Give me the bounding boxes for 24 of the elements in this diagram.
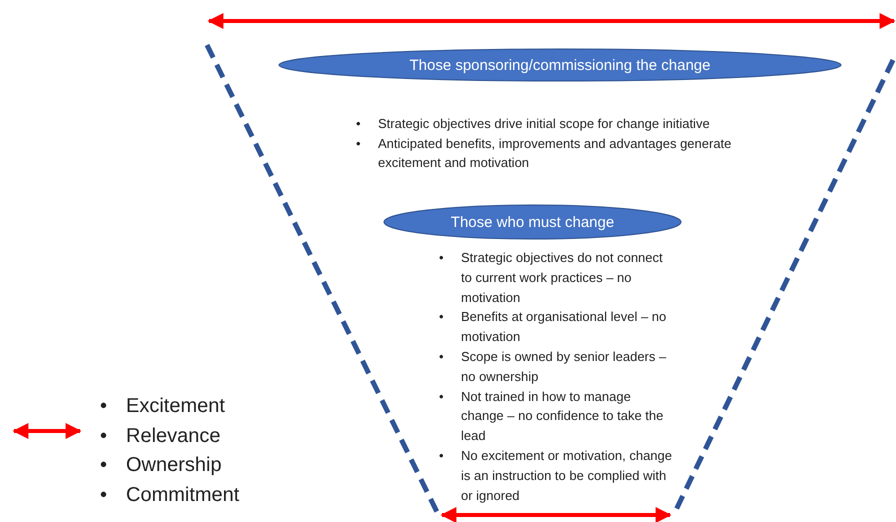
- bullet-text: Strategic objectives drive initial scope for change initiative: [378, 115, 710, 133]
- bullet: •: [100, 454, 108, 476]
- bullet: •: [100, 484, 108, 506]
- ellipse-title: Those sponsoring/commissioning the change: [409, 56, 710, 74]
- bullet: •: [439, 348, 444, 364]
- bullet: •: [356, 136, 361, 150]
- ellipse-title: Those who must change: [450, 214, 614, 230]
- legend-text: Excitement: [126, 394, 225, 419]
- legend-text: Relevance: [126, 424, 221, 448]
- bullet-text: No excitement or motivation, change is an instruction to be complied with or ignored: [461, 446, 673, 505]
- bullet: •: [439, 388, 444, 404]
- legend-text: Commitment: [126, 482, 240, 508]
- bullet-text: Strategic objectives do not connect to current work practices – no motivation: [461, 249, 664, 307]
- bullet: •: [100, 395, 108, 417]
- bullet: •: [439, 250, 444, 265]
- bullet: •: [100, 424, 108, 446]
- bullet: •: [439, 309, 444, 324]
- bullet: •: [356, 116, 361, 131]
- bullet-text: Benefits at organisational level – no motivation: [461, 308, 668, 346]
- bullet: •: [439, 448, 444, 463]
- bullet-text: Anticipated benefits, improvements and advantages generate excitement and motivation: [378, 134, 732, 172]
- bullet-text: Scope is owned by senior leaders – no ownership: [461, 348, 668, 386]
- legend-text: Ownership: [126, 453, 222, 478]
- bullet-text: Not trained in how to manage change – no confidence to take the lead: [461, 388, 664, 446]
